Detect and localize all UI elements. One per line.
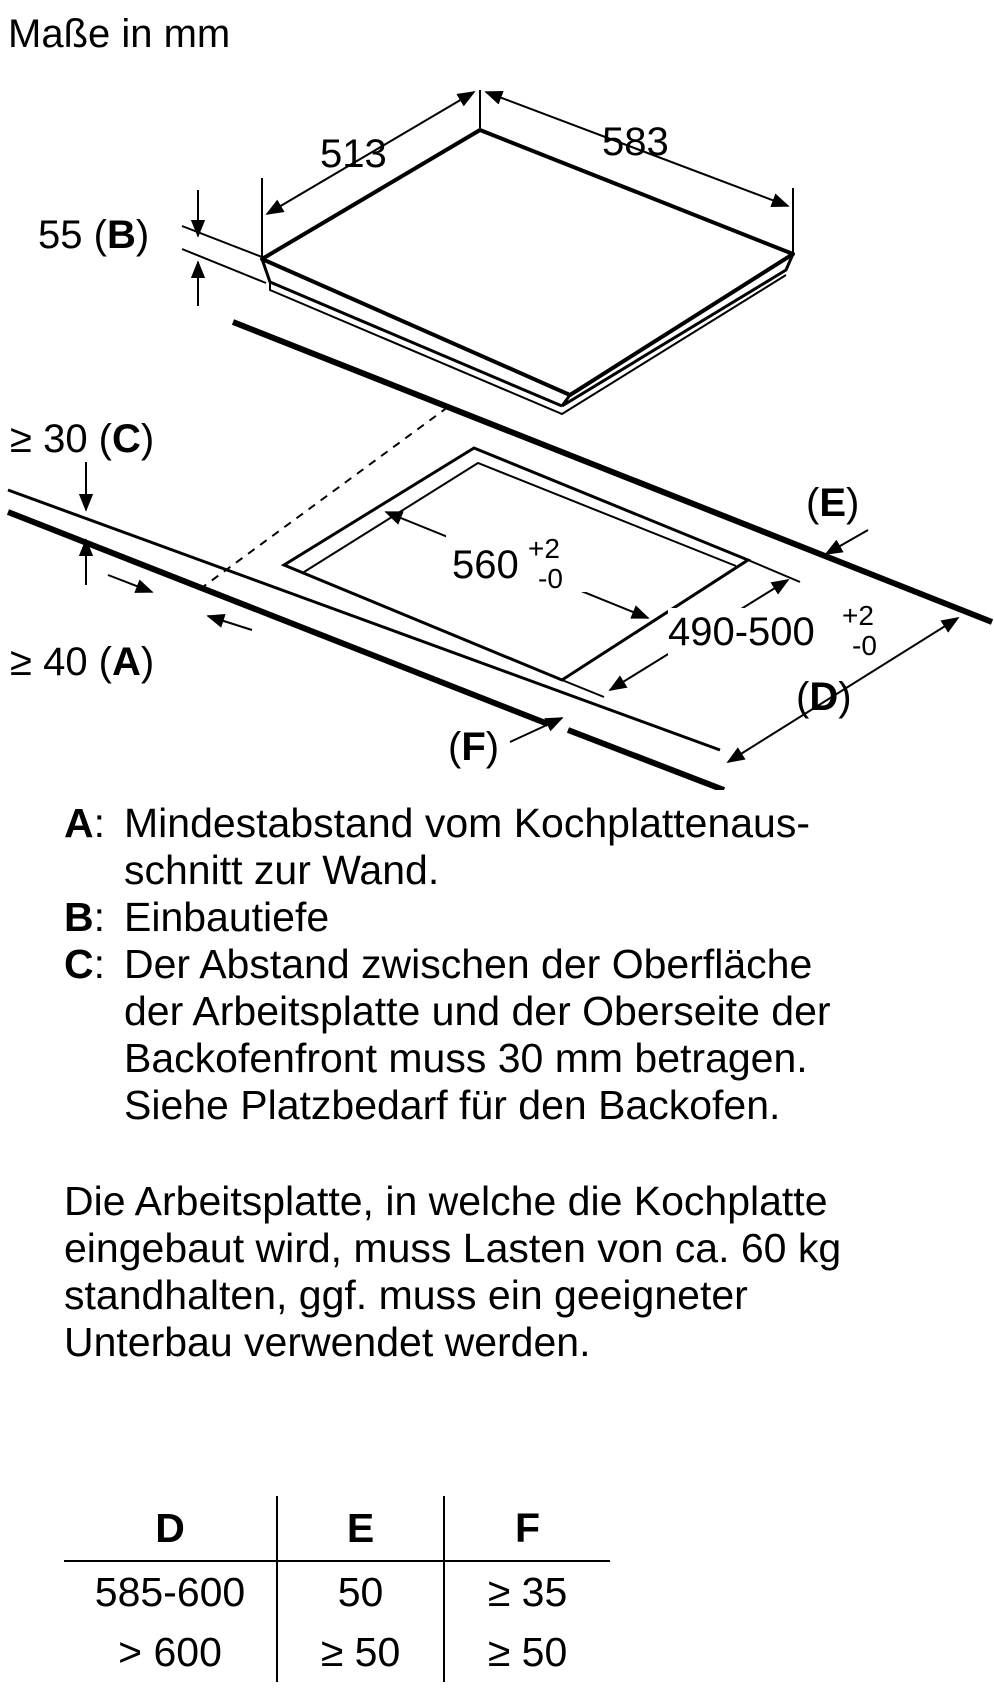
legend-text-c-line4: Siehe Platzbedarf für den Backofen.	[124, 1082, 781, 1128]
dimension-f: (F)	[448, 717, 564, 769]
note-line1: Die Arbeitsplatte, in welche die Kochpla…	[64, 1178, 828, 1224]
cutout-depth-value: 490-500	[668, 610, 815, 654]
svg-text:(D): (D)	[796, 675, 852, 719]
cutout-depth-tol-minus: -0	[852, 630, 877, 661]
table-cell: 585-600	[94, 1568, 246, 1615]
legend-key-c: C	[64, 941, 94, 987]
height-value: 55	[38, 213, 83, 257]
dimension-table: D E F 585-600 50 ≥ 35 > 600 ≥ 50 ≥ 50	[64, 1496, 610, 1682]
dimension-d: (D)	[726, 617, 960, 763]
width-value: 583	[602, 120, 669, 164]
table-row: > 600 ≥ 50 ≥ 50	[64, 1622, 610, 1682]
table-cell: > 600	[118, 1628, 222, 1675]
svg-text:≥ 30 (C): ≥ 30 (C)	[10, 417, 154, 461]
table-cell: ≥ 50	[276, 1622, 444, 1682]
table-cell: 50	[276, 1561, 444, 1622]
note-line3: standhalten, ggf. muss ein geeigneter	[64, 1272, 748, 1318]
note-line4: Unterbau verwendet werden.	[64, 1319, 591, 1365]
load-note: Die Arbeitsplatte, in welche die Kochpla…	[64, 1178, 964, 1366]
label-f: F	[461, 725, 485, 769]
svg-text:(F): (F)	[448, 725, 499, 769]
depth-dimension: 513	[261, 90, 481, 259]
worktop-front-upper	[7, 488, 721, 752]
legend-text-c-line1: Der Abstand zwischen der Oberfläche	[124, 941, 813, 987]
dimension-e: (E)	[806, 481, 869, 555]
cutout-width-value: 560	[452, 543, 519, 587]
table-cell: ≥ 50	[443, 1622, 610, 1682]
label-a: A	[112, 640, 141, 684]
dim-c-value: ≥ 30	[10, 417, 88, 461]
cutout-width-tol-plus: +2	[528, 533, 560, 564]
legend-text-c-line3: Backofenfront muss 30 mm betragen.	[124, 1035, 808, 1081]
legend-text-a-line1: Mindestabstand vom Kochplattenaus-	[124, 800, 811, 846]
svg-text:55 (B): 55 (B)	[38, 213, 149, 257]
dim-a-value: ≥ 40	[10, 640, 88, 684]
legend-text-b-line1: Einbautiefe	[124, 894, 330, 940]
legend-key-b: B	[64, 894, 94, 940]
label-d: D	[809, 675, 838, 719]
cutout-width-tol-minus: -0	[538, 563, 563, 594]
legend-text-c-line2: der Arbeitsplatte und der Oberseite der	[124, 988, 831, 1034]
legend-item-b: B: Einbautiefe	[64, 894, 964, 941]
legend-text-a-line2: schnitt zur Wand.	[124, 847, 440, 893]
legend-item-c: C: Der Abstand zwischen der Oberfläche d…	[64, 941, 964, 1129]
label-e: E	[819, 481, 846, 525]
svg-text:560: 560	[452, 543, 519, 587]
worktop-hidden-line	[195, 406, 449, 593]
legend-item-a: A: Mindestabstand vom Kochplattenaus- sc…	[64, 800, 964, 894]
legend: A: Mindestabstand vom Kochplattenaus- sc…	[64, 800, 964, 1129]
installation-diagram: Maße in mm 513 583 55 (B)	[6, 12, 994, 790]
worktop-front-lower-a	[6, 509, 550, 727]
svg-text:(E): (E)	[806, 481, 859, 525]
table-header-e: E	[276, 1496, 444, 1562]
worktop-front-lower-b	[566, 727, 726, 790]
label-b: B	[107, 213, 136, 257]
cutout-width-dimension: 560 +2 -0	[384, 511, 650, 619]
height-dimension-b: 55 (B)	[38, 190, 267, 306]
svg-text:≥ 40 (A): ≥ 40 (A)	[10, 640, 154, 684]
table-header-row: D E F	[64, 1496, 610, 1562]
legend-key-a: A	[64, 800, 94, 846]
table-header-f: F	[443, 1496, 610, 1562]
label-c: C	[112, 417, 141, 461]
units-title: Maße in mm	[8, 12, 230, 56]
table-header-d: D	[64, 1496, 277, 1562]
table-row: 585-600 50 ≥ 35	[64, 1561, 610, 1622]
worktop-rear-edge	[231, 319, 994, 625]
depth-value: 513	[320, 132, 387, 176]
table-cell: ≥ 35	[443, 1561, 610, 1622]
dimension-a: ≥ 40 (A)	[10, 574, 253, 684]
cooktop-frame-edge	[269, 274, 787, 416]
width-dimension: 583	[484, 90, 794, 254]
cutout-depth-tol-plus: +2	[842, 600, 874, 631]
cutout-inner-edge	[303, 461, 737, 573]
dimension-c: ≥ 30 (C)	[10, 417, 154, 585]
worktop-drawing	[6, 319, 994, 790]
note-line2: eingebaut wird, muss Lasten von ca. 60 k…	[64, 1225, 842, 1271]
svg-text:490-500: 490-500	[668, 610, 815, 654]
